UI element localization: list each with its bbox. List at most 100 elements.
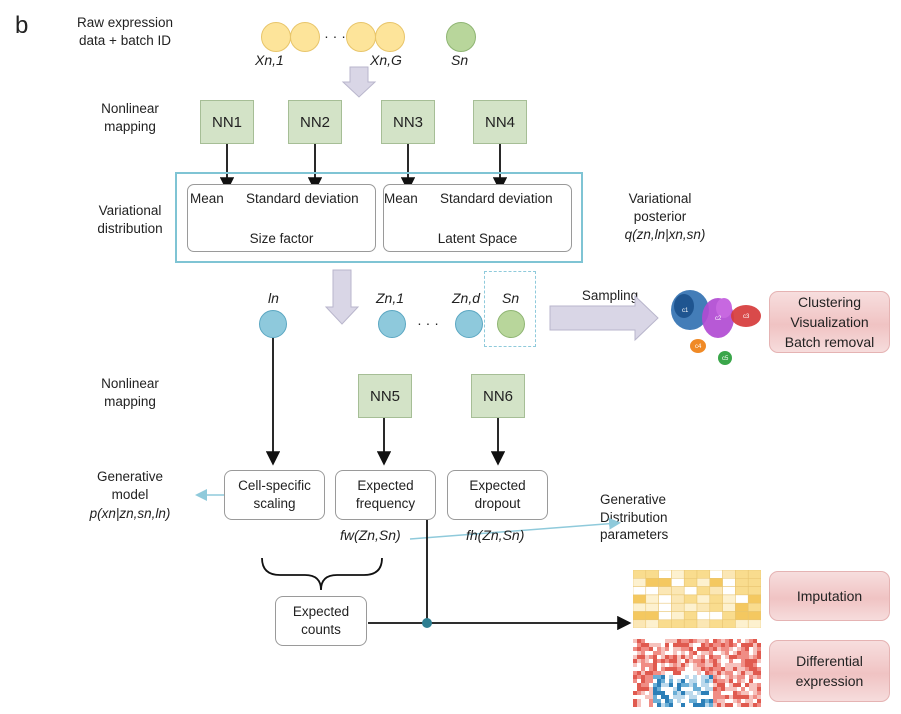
heatmap-cell [641,695,645,699]
heatmap-cell [633,578,647,587]
heatmap-cell [673,695,677,699]
heatmap-cell [757,655,761,659]
heatmap-cell [757,647,761,651]
heatmap-cell [735,586,749,596]
heatmap-cell [633,691,637,695]
latent-ellipsis: · · · [417,315,439,331]
heatmap-cell [685,655,689,659]
nonlinear-mapping-label-1: Nonlinear mapping [101,101,159,134]
heatmap-cell [757,703,761,707]
heatmap-cell [661,679,665,683]
heatmap-cell [725,663,729,667]
heatmap-cell [705,691,709,695]
heatmap-cell [757,659,761,663]
heatmap-cell [697,679,701,683]
heatmap-cell [701,659,705,663]
expected-dropout-box: Expected dropout [447,470,548,520]
heatmap-cell [661,647,665,651]
heatmap-cell [641,639,645,643]
heatmap-cell [713,675,717,679]
heatmap-cell [717,683,721,687]
heatmap-cell [641,643,645,647]
heatmap-cell [683,602,698,612]
heatmap-cell [677,703,681,707]
heatmap-cell [641,679,645,683]
heatmap-cell [645,570,659,579]
heatmap-cell [737,655,741,659]
heatmap-cell [685,643,689,647]
heatmap-cell [721,699,725,703]
heatmap-cell [653,703,657,707]
heatmap-cell [717,671,721,675]
heatmap-cell [649,687,653,691]
sn-latent-label: Sn [502,290,520,306]
heatmap-cell [633,639,637,643]
heatmap-cell [657,695,661,699]
heatmap-cell [722,578,736,587]
heatmap-cell [657,663,661,667]
heatmap-cell [645,699,649,703]
heatmap-cell [669,655,673,659]
heatmap-cell [673,643,677,647]
heatmap-cell [733,663,737,667]
heatmap-cell [721,703,725,707]
heatmap-cell [701,663,705,667]
heatmap-cell [649,671,653,675]
heatmap-cell [749,651,753,655]
heatmap-cell [661,667,665,671]
heatmap-cell [657,639,661,643]
heatmap-cell [701,679,705,683]
heatmap-cell [725,695,729,699]
heatmap-cell [745,647,749,651]
heatmap-cell [709,699,713,703]
heatmap-cell [645,602,659,612]
heatmap-cell [697,647,701,651]
heatmap-cell [653,695,657,699]
heatmap-cell [735,611,749,621]
expected-frequency-box: Expected frequency [335,470,436,520]
heatmap-cell [665,683,669,687]
heatmap-cell [745,639,749,643]
heatmap-cell [753,659,757,663]
heatmap-cell [645,695,649,699]
heatmap-cell [637,659,641,663]
heatmap-cell [733,691,737,695]
heatmap-cell [741,687,745,691]
heatmap-cell [681,683,685,687]
heatmap-cell [749,647,753,651]
heatmap-cell [633,687,637,691]
heatmap-cell [737,683,741,687]
heatmap-cell [729,679,733,683]
heatmap-cell [685,671,689,675]
heatmap-cell [733,675,737,679]
heatmap-cell [681,679,685,683]
heatmap-cell [677,695,681,699]
heatmap-cell [721,651,725,655]
heatmap-cell [709,602,723,612]
heatmap-cell [737,651,741,655]
heatmap-cell [658,578,672,587]
heatmap-cell [705,683,709,687]
heatmap-cell [681,675,685,679]
heatmap-cell [747,602,761,612]
heatmap-cell [689,639,693,643]
heatmap-cell [671,602,685,612]
heatmap-cell [753,643,757,647]
cluster-label-c1: c1 [682,308,689,314]
heatmap-cell [717,643,721,647]
heatmap-cell [689,643,693,647]
heatmap-cell [677,659,681,663]
heatmap-cell [681,691,685,695]
heatmap-cell [661,691,665,695]
heatmap-cell [683,594,698,604]
heatmap-cell [749,691,753,695]
heatmap-cell [669,671,673,675]
ln-label: ln [268,290,279,306]
heatmap-cell [749,663,753,667]
heatmap-cell [713,671,717,675]
heatmap-cell [753,683,757,687]
heatmap-cell [685,699,689,703]
generative-model-label: Generative model [96,469,164,502]
heatmap-cell [701,675,705,679]
heatmap-cell [733,651,737,655]
